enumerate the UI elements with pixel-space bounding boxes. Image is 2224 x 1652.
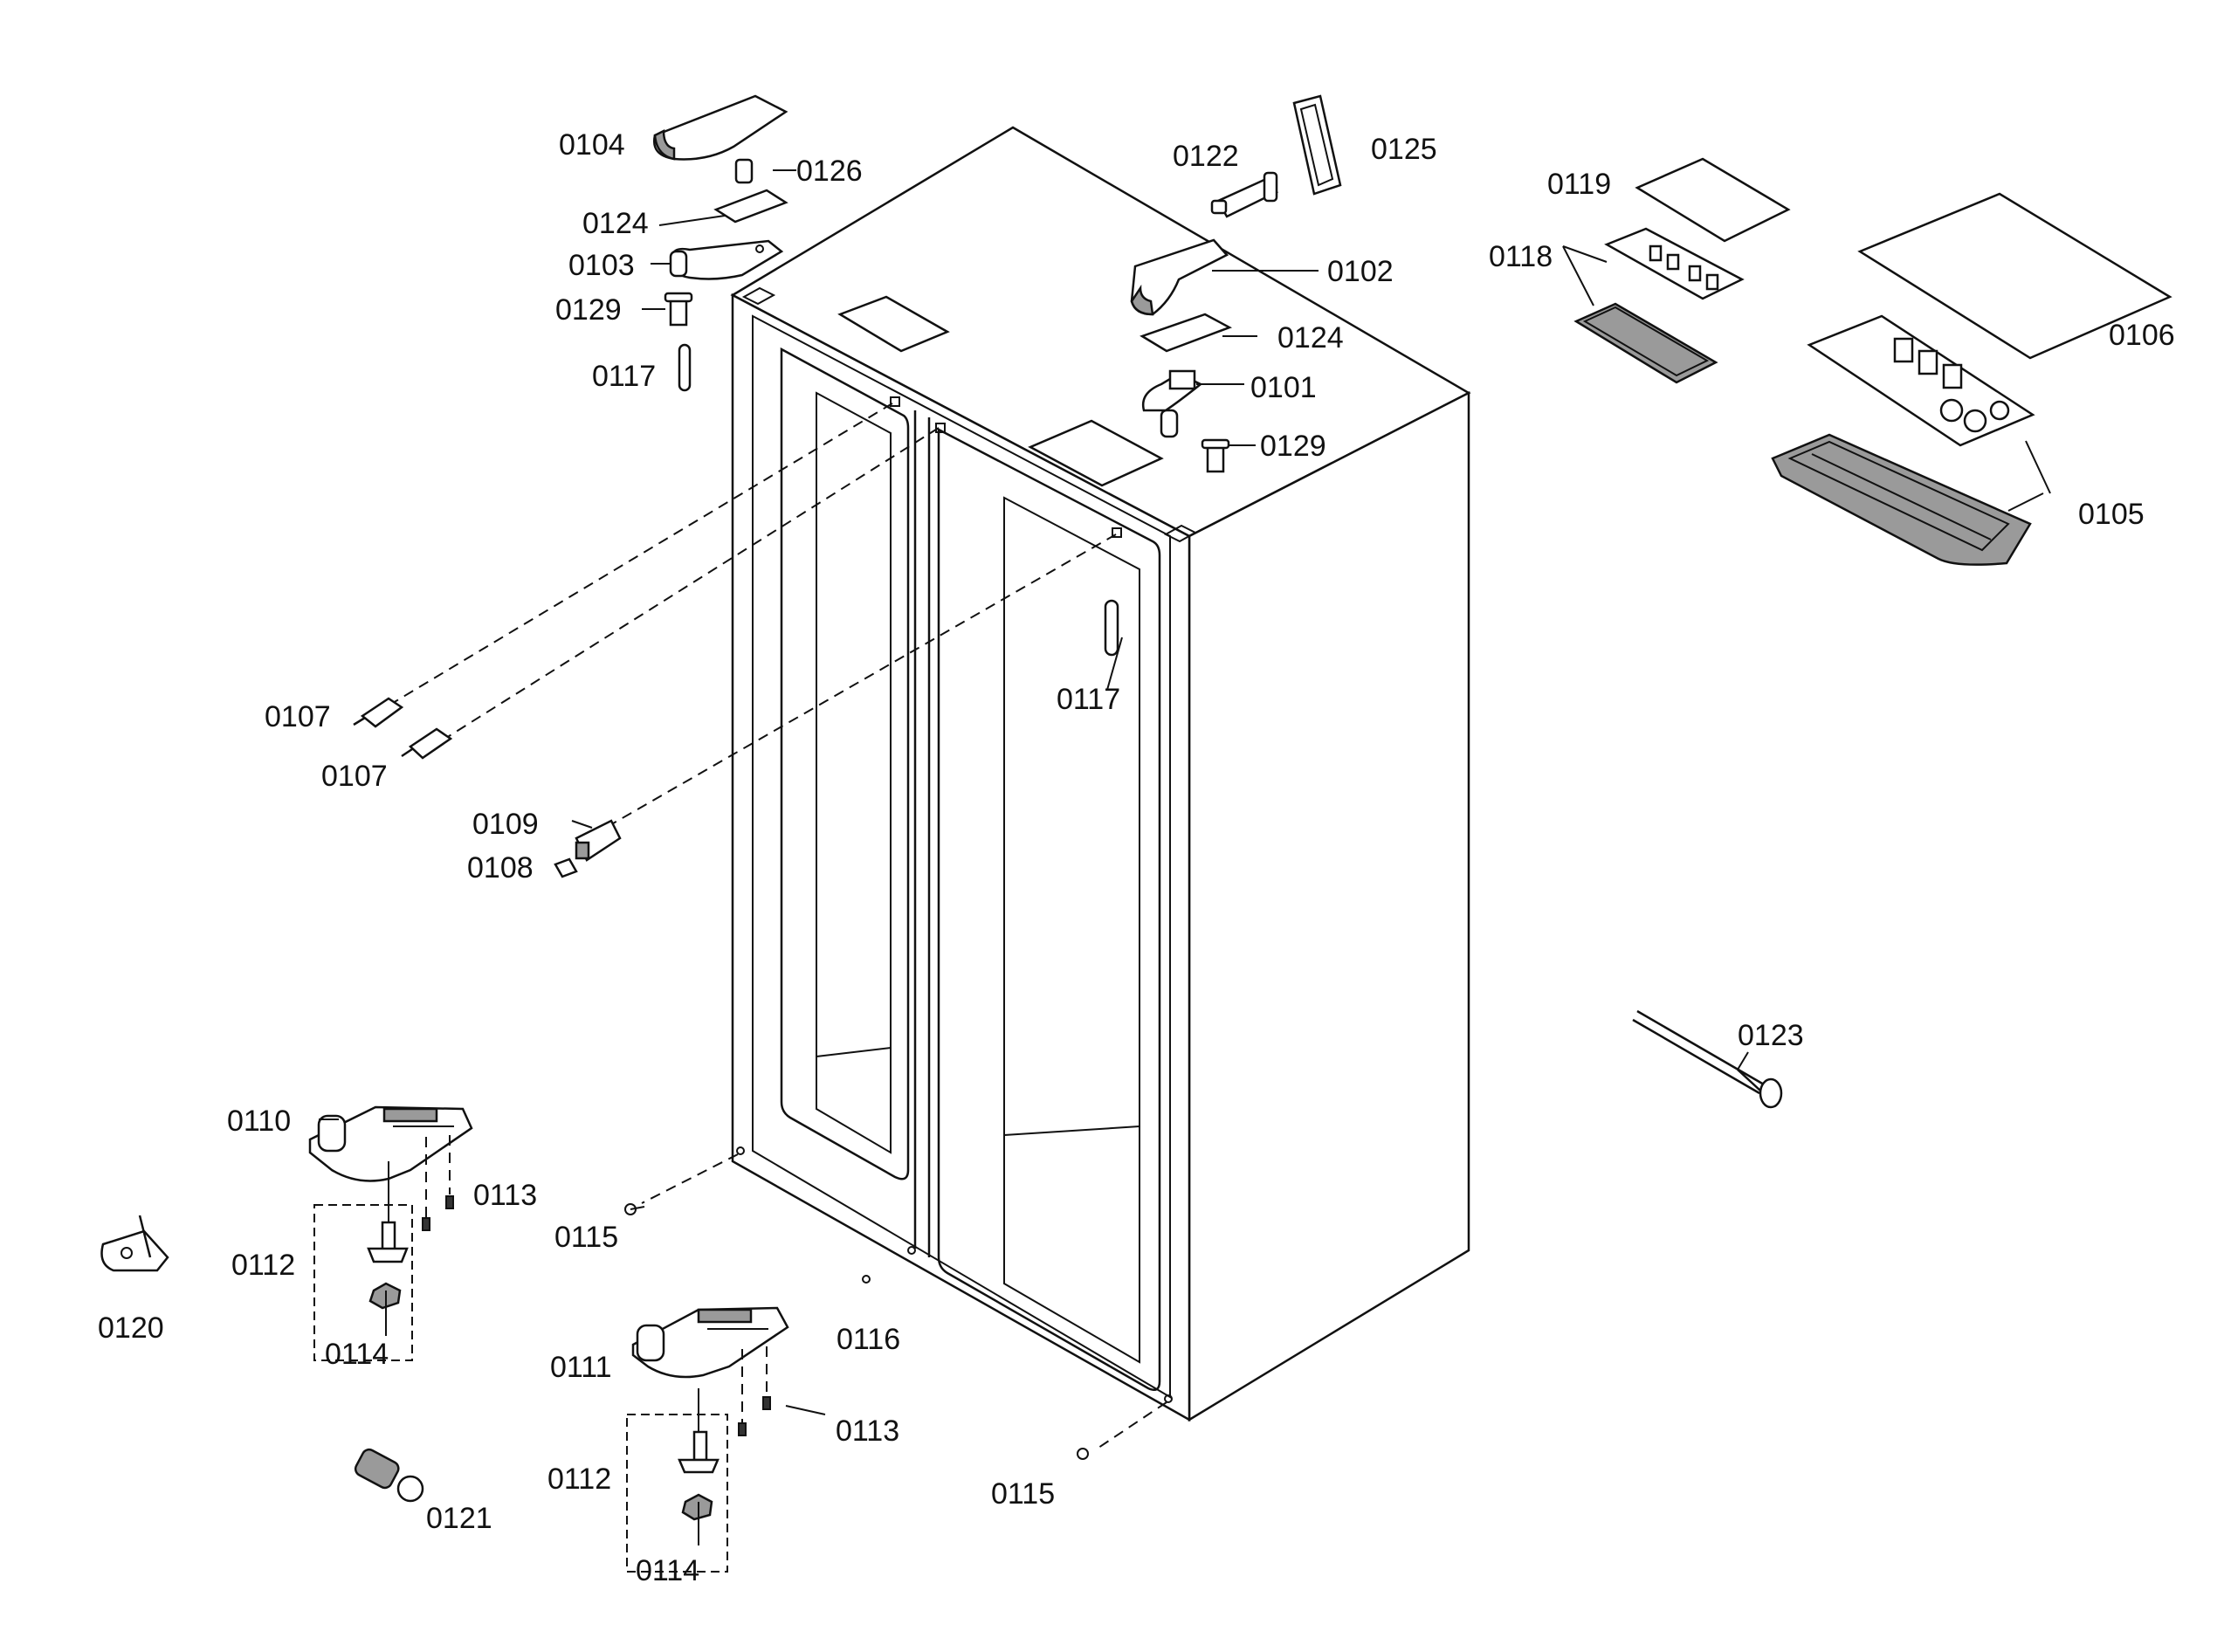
upper-left-shim [713,189,788,224]
bushing [734,158,754,184]
label-0116: 0116 [837,1323,900,1356]
label-0107-upper: 0107 [265,700,331,733]
upper-right-shim [1140,313,1233,353]
label-0105: 0105 [2078,498,2145,531]
label-0126: 0126 [796,155,863,188]
upper-left-hinge-cover [653,94,788,161]
upper-left-hinge [669,239,784,280]
label-0101: 0101 [1250,371,1317,404]
small-board-cover [1635,157,1791,243]
label-0104: 0104 [559,128,625,162]
door-switch-1 [353,697,404,728]
refrigerator-cabinet [730,126,1471,1422]
assembly-lines [392,403,1167,1450]
label-0114-center: 0114 [636,1554,699,1587]
label-0108: 0108 [467,851,534,885]
label-0125: 0125 [1371,133,1437,166]
leveling-legs-center [678,1430,720,1521]
label-0120: 0120 [98,1311,164,1345]
label-0124-right: 0124 [1277,321,1344,354]
label-0129-left: 0129 [555,293,622,327]
label-0123: 0123 [1738,1019,1804,1052]
water-fitting [354,1448,424,1503]
label-0109: 0109 [472,808,539,841]
bracket [100,1215,169,1272]
lower-left-hinge [308,1105,473,1182]
lower-center-hinge [631,1306,789,1379]
door-stop-rod-left [678,343,692,392]
hinge-pin-left [664,292,693,327]
upper-right-hinge-cover [1130,238,1229,316]
label-0106: 0106 [2109,319,2175,352]
label-0117-upper: 0117 [592,360,656,393]
label-0115-right: 0115 [991,1477,1055,1511]
callout-labels: 0104 0126 0124 0103 0129 0117 0122 0125 … [98,128,2175,1587]
label-0122: 0122 [1173,140,1239,173]
main-board-assembly [1771,314,2035,566]
label-0117-cabinet: 0117 [1057,683,1120,716]
leader-lines [319,169,2051,1545]
hinge-screws-center [738,1346,771,1436]
label-0121: 0121 [426,1502,492,1535]
water-tube [1632,1009,1783,1109]
label-0102: 0102 [1327,255,1394,288]
label-0112-left: 0112 [231,1249,295,1282]
label-0124-left: 0124 [582,207,649,240]
small-rings [624,1203,1089,1460]
switch-assembly [575,819,622,862]
leveling-legs-left [367,1221,409,1310]
label-0111: 0111 [550,1351,612,1384]
label-0113-left: 0113 [473,1179,537,1212]
label-0114-left: 0114 [325,1338,389,1371]
label-0113-center: 0113 [836,1415,899,1448]
leveling-group-box-center [626,1414,728,1573]
small-board-assembly [1573,227,1745,384]
plug [1210,171,1278,218]
hinge-pin-right [1201,438,1230,473]
label-0119: 0119 [1547,168,1611,201]
label-0112-center: 0112 [547,1463,611,1496]
gasket-frame [1292,94,1342,196]
label-0103: 0103 [568,249,635,282]
main-board-cover [1857,192,2172,360]
switch-cap [554,857,578,878]
label-0115-left: 0115 [554,1221,618,1254]
label-0110: 0110 [227,1105,291,1138]
label-0107-lower: 0107 [321,760,388,793]
label-0129-right: 0129 [1260,430,1326,463]
upper-right-hinge [1141,369,1203,438]
leveling-group-box-left [313,1204,413,1361]
door-switch-2 [401,727,453,760]
hinge-screws-left [422,1135,454,1231]
door-stop-rod-right [1104,599,1119,657]
label-0118: 0118 [1489,240,1553,273]
